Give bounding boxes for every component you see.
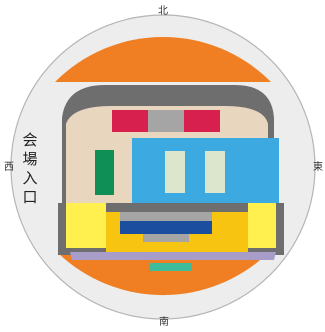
seat-block-gray — [148, 110, 184, 132]
yellow-block-right — [248, 203, 276, 248]
west-label: 西 — [4, 162, 14, 173]
seat-block-red-left — [112, 110, 148, 132]
north-orange-area — [55, 36, 271, 82]
teal-block — [150, 263, 192, 271]
stage-gray-band-over — [120, 212, 212, 221]
cream-block-left — [165, 151, 185, 193]
east-label: 東 — [313, 162, 323, 173]
purple-band — [70, 252, 276, 260]
yellow-block-left — [66, 203, 106, 248]
stage-step — [143, 234, 189, 242]
seat-block-red-right — [184, 110, 220, 132]
green-block — [95, 150, 114, 195]
cream-block-right — [205, 151, 225, 193]
south-orange-area — [58, 253, 268, 296]
venue-entrance-label: 会場入口 — [22, 131, 38, 206]
south-label: 南 — [159, 317, 169, 328]
stage-navy-band-over — [120, 221, 212, 234]
north-label: 北 — [158, 6, 168, 17]
